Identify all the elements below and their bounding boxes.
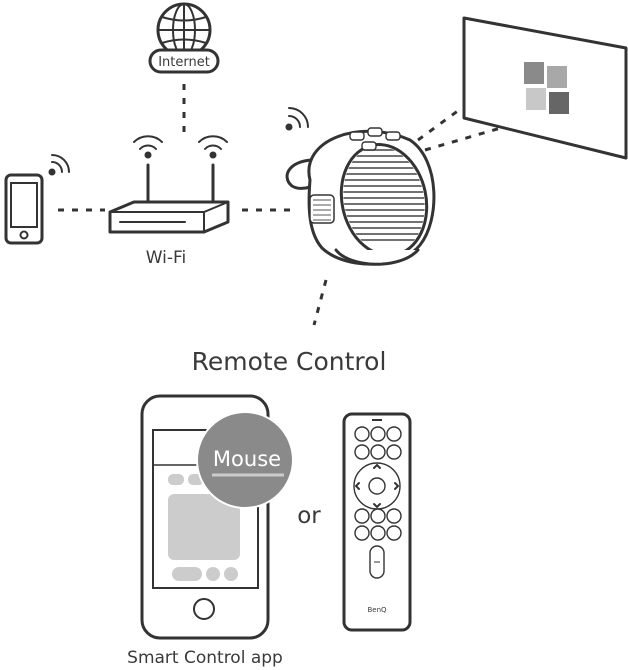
smart-control-app-label: Smart Control app <box>127 648 283 668</box>
projector-wifi-signal-icon <box>285 107 309 131</box>
projector-icon <box>285 127 436 266</box>
remote-power-button <box>354 426 370 442</box>
screen-tile-4 <box>549 92 569 114</box>
router-wifi-signal-left-icon <box>133 135 163 159</box>
remote-control-icon: BenQ <box>342 412 412 632</box>
wifi-label: Wi-Fi <box>146 248 187 268</box>
internet-label-box <box>148 48 220 74</box>
remote-ok-button <box>368 477 386 495</box>
or-label: or <box>297 503 321 529</box>
phone-wifi-signal-icon <box>48 154 70 176</box>
remote-control-title: Remote Control <box>192 347 387 376</box>
internet-label: Internet <box>158 55 210 70</box>
phone-icon <box>4 173 44 245</box>
screen-tile-1 <box>524 62 544 84</box>
wifi-router-icon <box>108 163 230 234</box>
screen-tile-2 <box>547 66 567 88</box>
remote-brand-label: BenQ <box>367 606 387 614</box>
projection-screen <box>462 16 628 160</box>
internet-globe-icon <box>156 2 212 58</box>
mouse-label: Mouse <box>213 447 281 471</box>
projector-remote-link <box>312 279 328 326</box>
screen-tile-3 <box>526 88 546 110</box>
router-wifi-signal-right-icon <box>198 135 228 159</box>
mouse-bubble <box>196 411 294 509</box>
